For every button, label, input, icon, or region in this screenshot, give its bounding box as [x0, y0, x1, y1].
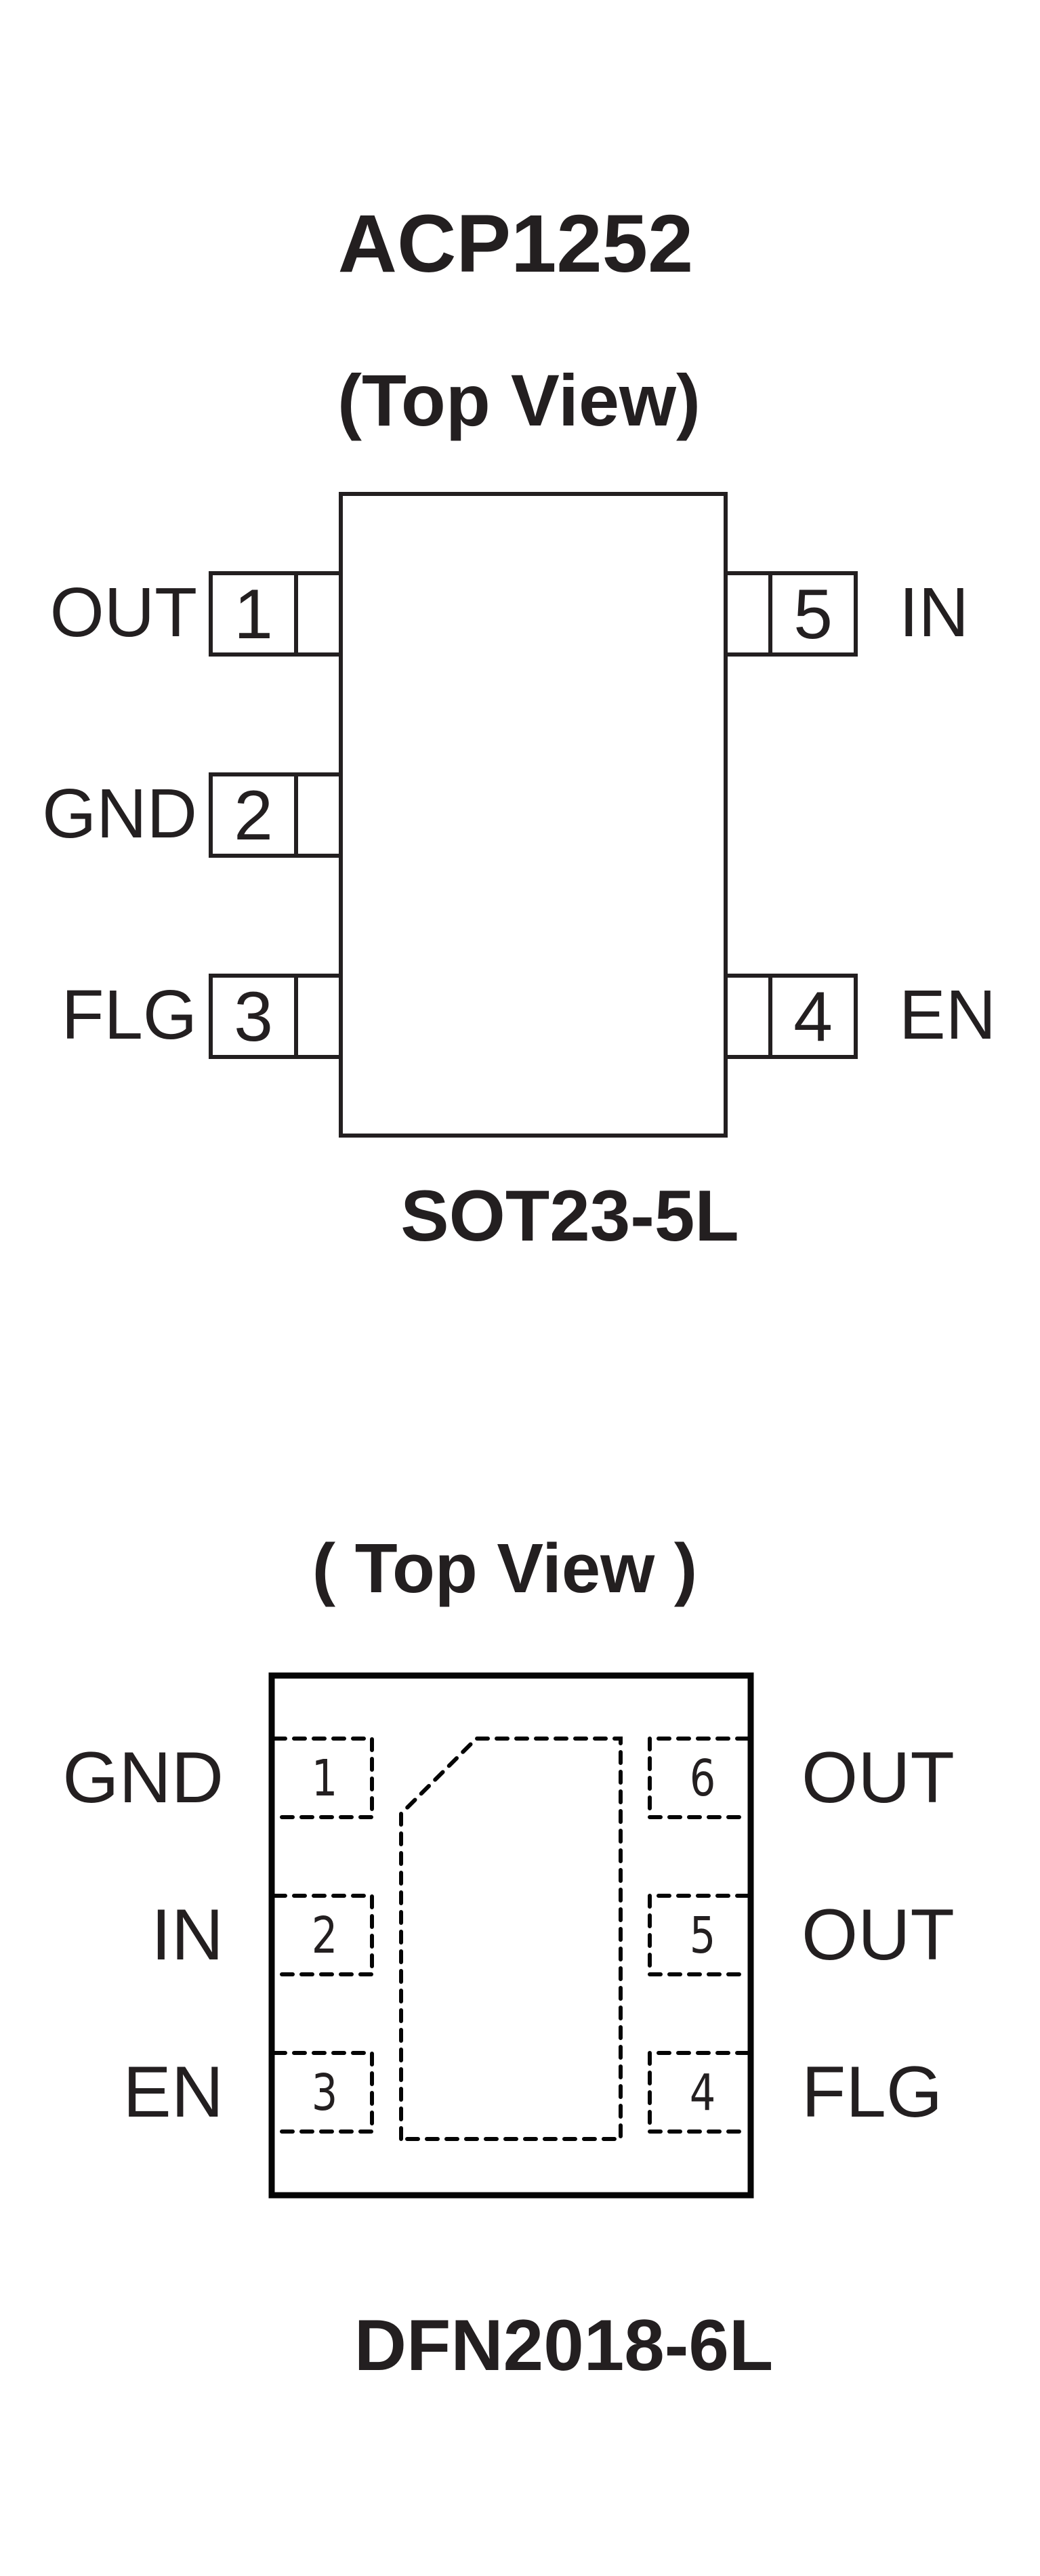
dfn-pad-6: 6 OUT — [648, 1737, 955, 1819]
sot23-pin-3: 3 FLG — [62, 974, 343, 1059]
dfn-pad-number: 1 — [312, 1749, 338, 1807]
dfn-pad-number: 2 — [312, 1906, 338, 1964]
dfn-pin-label: IN — [151, 1894, 224, 1975]
sot23-pin-label: GND — [42, 774, 197, 852]
dfn-pad-2: 2 IN — [151, 1894, 374, 1976]
dfn-pad-outline — [648, 1737, 750, 1819]
dfn-pin-label: GND — [62, 1737, 224, 1818]
dfn-pad-5: 5 OUT — [648, 1894, 955, 1976]
sot23-pin-number: 5 — [793, 575, 833, 654]
sot23-pin-lead — [724, 974, 858, 1059]
sot23-pin-label: FLG — [62, 976, 197, 1054]
sot23-body — [339, 492, 728, 1138]
dfn-package-name: DFN2018-6L — [354, 2304, 773, 2386]
dfn-pad-number: 6 — [690, 1749, 716, 1807]
dfn-pad-number: 5 — [690, 1906, 716, 1964]
dfn-pin-label: OUT — [802, 1894, 955, 1975]
sot23-pin-label: EN — [899, 976, 996, 1054]
dfn-pin-label: EN — [123, 2051, 224, 2132]
sot23-pin-number: 4 — [793, 978, 833, 1056]
dfn-pad-1: 1 GND — [62, 1737, 374, 1819]
dfn-pad-number: 3 — [312, 2063, 338, 2121]
part-number-title: ACP1252 — [338, 197, 694, 289]
dfn-pin-label: OUT — [802, 1737, 955, 1818]
dfn-pad-outline — [272, 1894, 374, 1976]
sot23-pin-label: IN — [899, 573, 969, 651]
dfn-pad-outline — [272, 2051, 374, 2134]
sot23-pin-1: 1 OUT — [50, 571, 343, 657]
exposed-thermal-pad — [399, 1737, 623, 2141]
sot23-pin-number: 1 — [234, 575, 273, 654]
dfn-top-view-label: ( Top View ) — [312, 1529, 697, 1607]
sot23-pin-lead — [209, 772, 343, 858]
dfn-pad-outline — [648, 1894, 750, 1976]
dfn-pad-4: 4 FLG — [648, 2051, 942, 2134]
sot23-pin-lead — [209, 571, 343, 657]
sot23-pin-number: 3 — [234, 978, 273, 1056]
sot23-pin-4: 4 EN — [724, 974, 996, 1059]
dfn-pad-3: 3 EN — [123, 2051, 374, 2134]
sot23-package: (Top View) 1 OUT 2 GND 3 FLG 4 EN 5 IN SOT23-5L — [42, 359, 996, 1256]
sot23-pin-2: 2 GND — [42, 772, 343, 858]
sot23-pin-number: 2 — [234, 776, 273, 855]
sot23-package-name: SOT23-5L — [400, 1175, 739, 1256]
sot23-pin-label: OUT — [50, 573, 197, 651]
sot23-pins: 1 OUT 2 GND 3 FLG 4 EN 5 IN — [42, 571, 996, 1059]
dfn-body — [268, 1672, 754, 2199]
dfn-pad-outline — [648, 2051, 750, 2134]
sot23-pin-5: 5 IN — [724, 571, 969, 657]
dfn-pad-outline — [272, 1737, 374, 1819]
sot23-pin-lead — [724, 571, 858, 657]
sot23-pin-lead — [209, 974, 343, 1059]
sot23-top-view-label: (Top View) — [337, 359, 701, 441]
dfn-pin-label: FLG — [802, 2051, 942, 2132]
dfn-pad-number: 4 — [690, 2063, 716, 2121]
